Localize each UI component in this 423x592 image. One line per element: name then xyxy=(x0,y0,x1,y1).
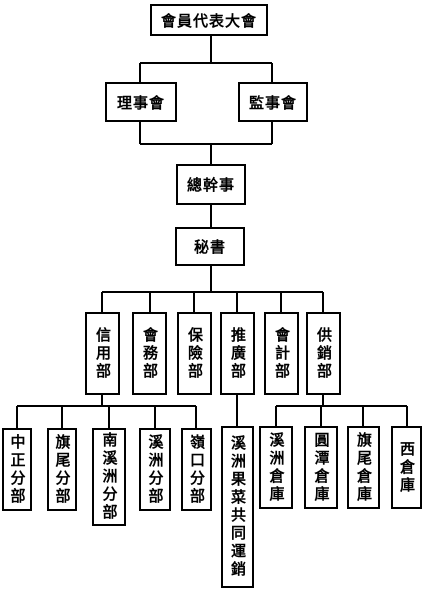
node-dept-accounting: 會計部 xyxy=(264,312,299,395)
node-board-of-directors: 理事會 xyxy=(105,82,177,122)
node-warehouse-xi: 西倉庫 xyxy=(391,426,422,509)
node-branch-qiwei: 旗尾分部 xyxy=(47,428,77,511)
node-fruit-veg-cooperative: 溪洲果菜共同運銷 xyxy=(221,426,254,588)
node-dept-insurance: 保險部 xyxy=(177,312,212,395)
node-secretary: 秘書 xyxy=(175,227,245,266)
node-dept-supply-marketing: 供銷部 xyxy=(306,312,341,395)
node-warehouse-yuantan: 圓潭倉庫 xyxy=(304,426,338,509)
node-dept-credit: 信用部 xyxy=(85,312,120,395)
node-branch-nanxizhou: 南溪洲分部 xyxy=(92,428,126,526)
node-dept-insurance-affairs: 會務部 xyxy=(132,312,167,395)
node-general-manager: 總幹事 xyxy=(176,164,246,205)
node-assembly: 會員代表大會 xyxy=(150,4,268,36)
node-branch-lingkou: 嶺口分部 xyxy=(181,428,212,511)
node-warehouse-qiwei: 旗尾倉庫 xyxy=(347,426,380,509)
node-dept-extension: 推廣部 xyxy=(220,312,255,395)
node-warehouse-xizhou: 溪洲倉庫 xyxy=(259,426,293,509)
node-board-of-supervisors: 監事會 xyxy=(238,82,308,122)
node-branch-zhongzheng: 中正分部 xyxy=(2,428,32,511)
node-branch-xizhou: 溪洲分部 xyxy=(139,428,171,511)
